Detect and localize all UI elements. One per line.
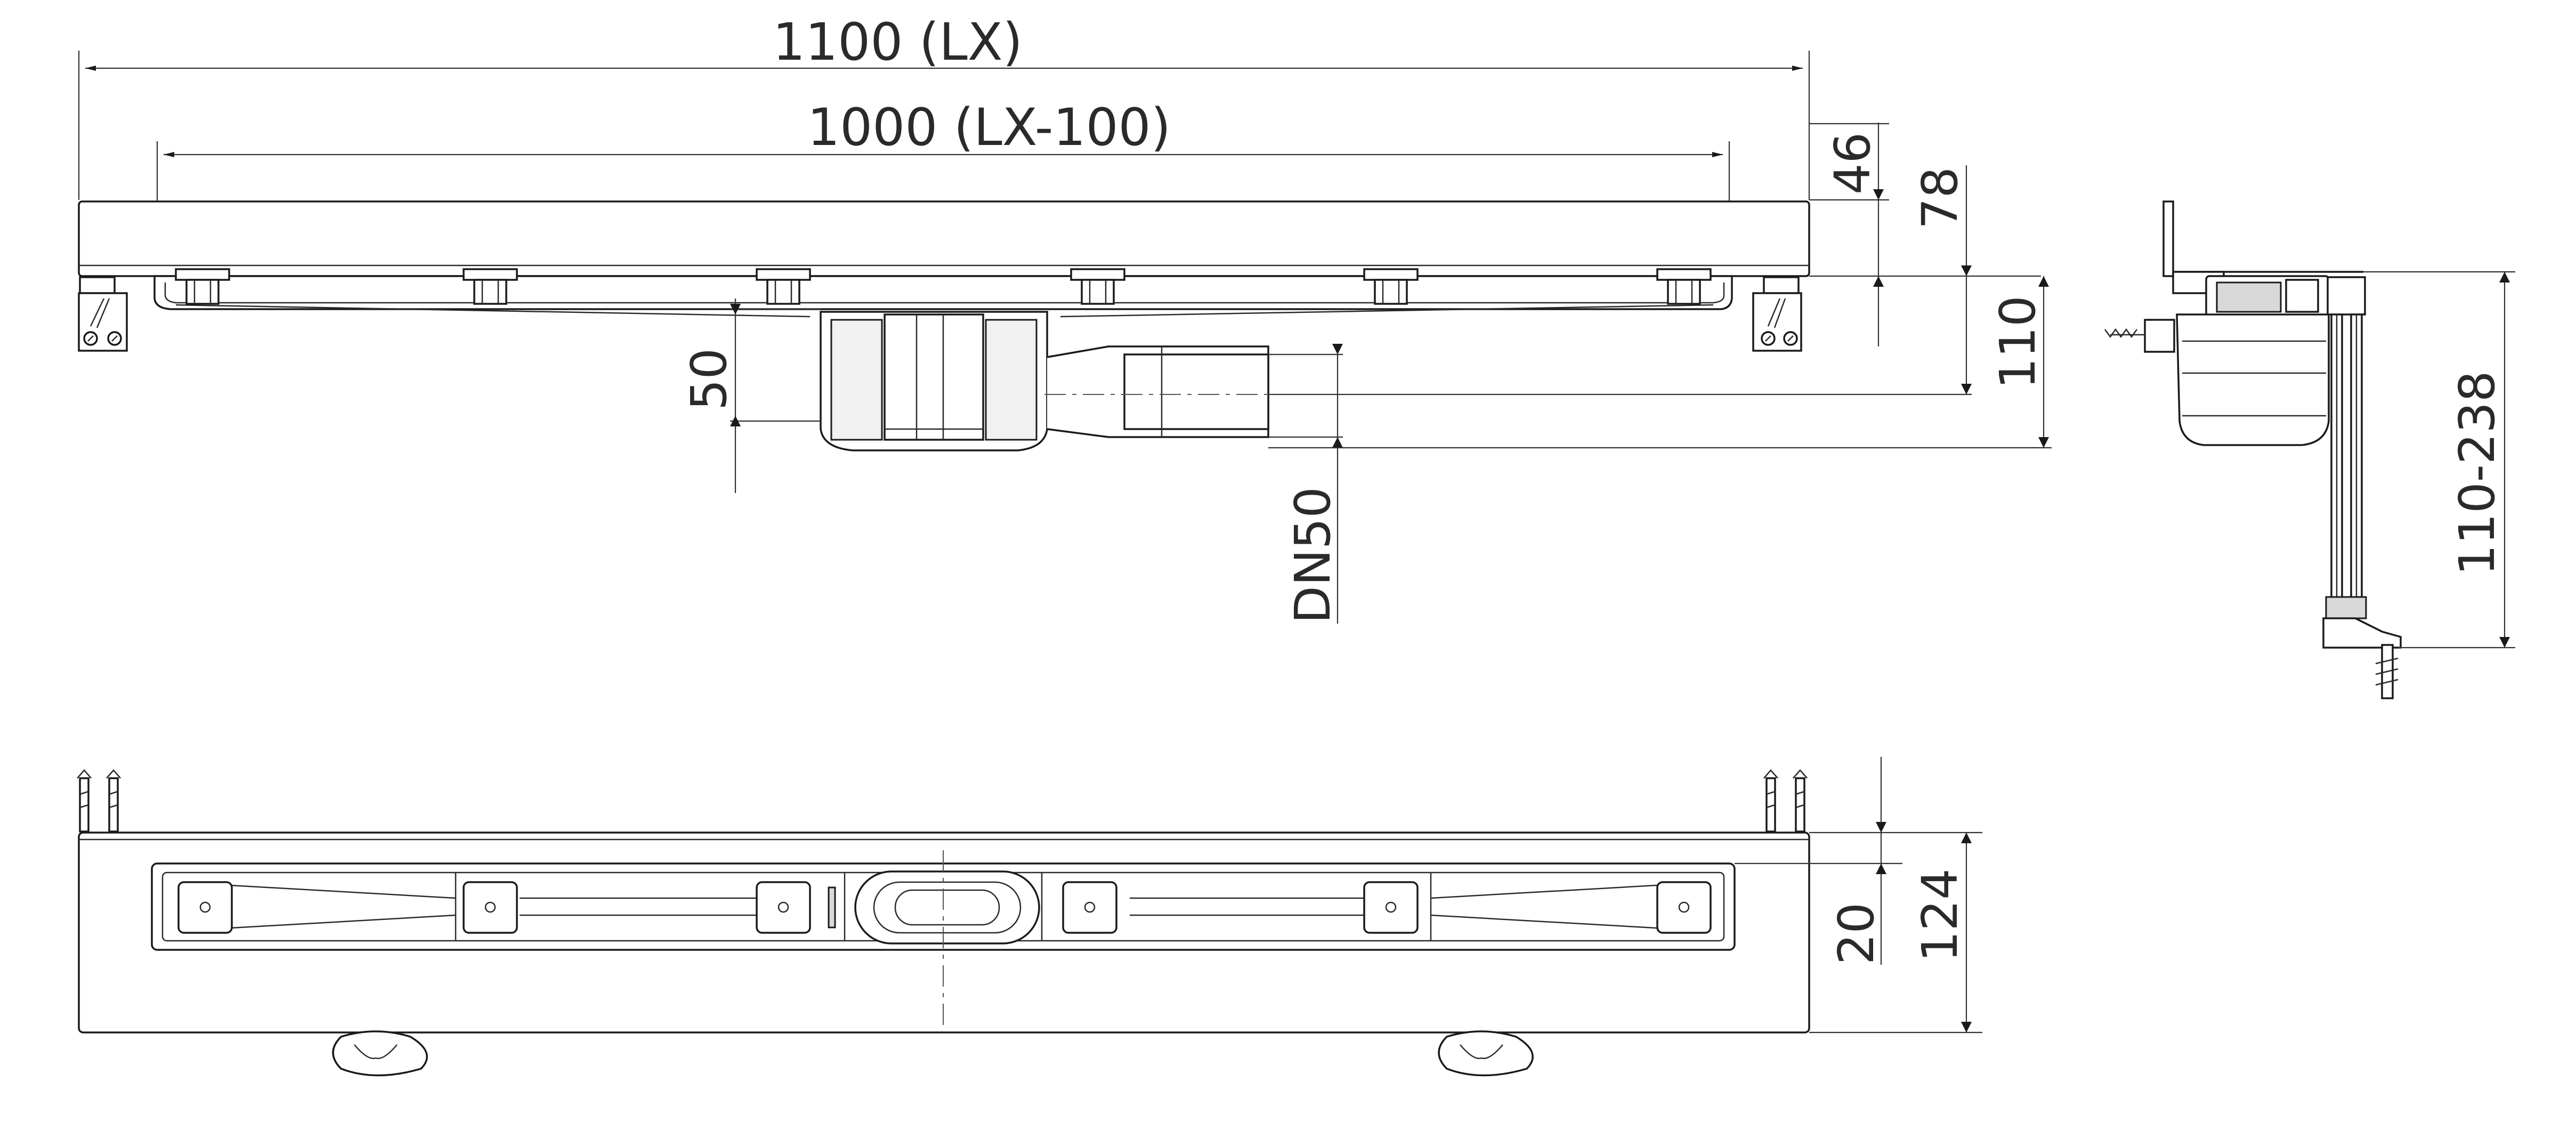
- side-fastener: [2104, 319, 2175, 353]
- outlet-siphon: [820, 311, 1327, 451]
- channel-body: [153, 275, 1733, 310]
- dimension-overall-length: 1100 (LX): [78, 12, 1810, 200]
- dimension-outlet-diameter: DN50: [1268, 344, 1343, 624]
- dimension-label-20: 20: [1828, 902, 1885, 965]
- adjusting-legs: [2322, 276, 2402, 699]
- plan-outlet-oval: [854, 850, 1040, 1031]
- dimension-label-outlet: DN50: [1284, 487, 1341, 624]
- plan-grate-left: [221, 873, 846, 941]
- dimension-label-overall-length: 1100 (LX): [773, 12, 1023, 72]
- dimension-adjust-range: 110-238: [2363, 271, 2515, 649]
- dimension-label-124: 124: [1911, 868, 1969, 962]
- dimension-label-trap-seal: 50: [681, 348, 738, 410]
- leveling-foot-left: [78, 276, 128, 352]
- dimension-label-adjust-range: 110-238: [2449, 371, 2506, 576]
- dimension-label-grate-length: 1000 (LX-100): [807, 98, 1171, 157]
- dimension-heights-right: 46 78 110: [1268, 123, 2052, 449]
- front-elevation-view: 1100 (LX) 1000 (LX-100): [78, 12, 2052, 624]
- plan-foot-right: [1438, 1030, 1534, 1077]
- dimension-label-46: 46: [1824, 132, 1881, 195]
- dimension-trap-seal: 50: [681, 298, 821, 493]
- plan-foot-left: [332, 1030, 428, 1077]
- dimension-label-110: 110: [1989, 295, 2046, 389]
- plan-grate-right: [1041, 873, 1666, 941]
- plan-fixing-pads: [177, 881, 1712, 934]
- side-section-view: 110-238: [2104, 200, 2515, 699]
- dimension-grate-length: 1000 (LX-100): [156, 98, 1730, 277]
- dimension-widths: 20 124: [1735, 757, 1982, 1034]
- leveling-foot-right: [1752, 276, 1802, 352]
- dimension-label-78: 78: [1911, 167, 1969, 229]
- mounting-clips: [175, 268, 1712, 305]
- plan-end-screws: [77, 769, 1808, 833]
- plan-view: 20 124: [77, 757, 1982, 1077]
